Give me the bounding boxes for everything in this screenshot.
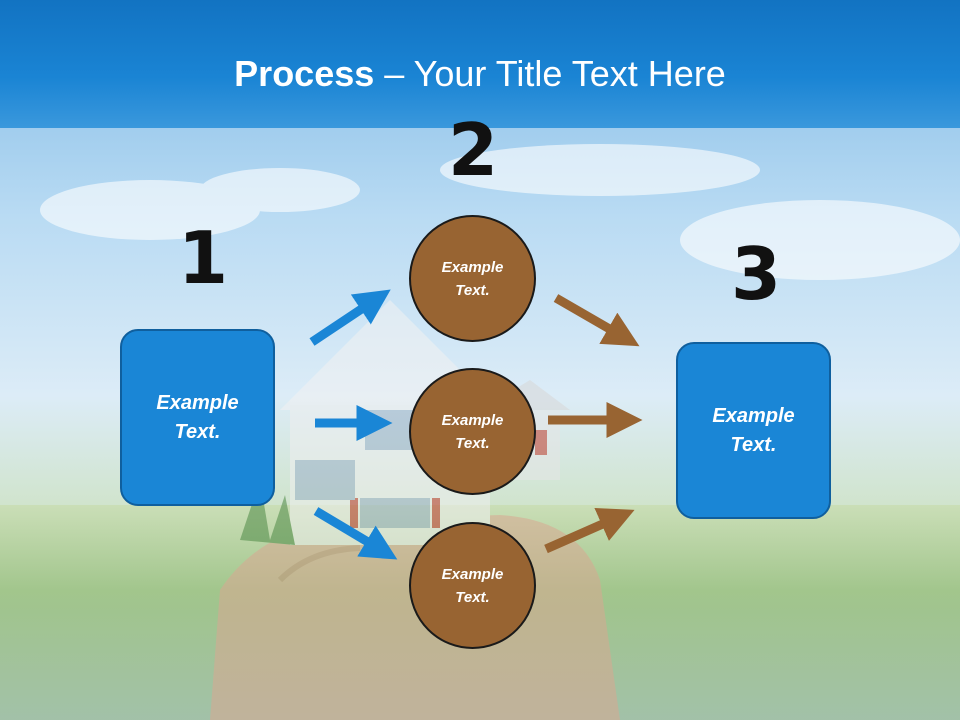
arrow-right-icon [544,507,635,554]
house-in-hand-background [210,300,620,720]
step-2-circle-bottom: Example Text. [409,522,536,649]
arrow-right-icon [313,507,398,560]
title-bold: Process [234,53,375,94]
title-rest: – Your Title Text Here [374,53,726,94]
step-1-text: Example Text. [156,391,239,443]
step-number-3: 3 [731,232,782,316]
step-2-circle-middle: Example Text. [409,368,536,495]
arrow-right-icon [553,294,640,347]
circle-text: Example Text. [441,411,504,452]
step-2-circle-top: Example Text. [409,215,536,342]
step-number-2: 2 [448,108,499,192]
circle-text: Example Text. [441,565,504,606]
slide-title: Process – Your Title Text Here [0,52,960,96]
arrow-right-icon [309,289,391,346]
step-1-box: Example Text. [120,329,275,506]
circle-text: Example Text. [441,258,504,299]
step-3-text: Example Text. [712,404,795,456]
title-band [0,0,960,128]
step-number-1: 1 [178,216,229,300]
cloud-background [40,144,960,280]
step-3-box: Example Text. [676,342,831,519]
